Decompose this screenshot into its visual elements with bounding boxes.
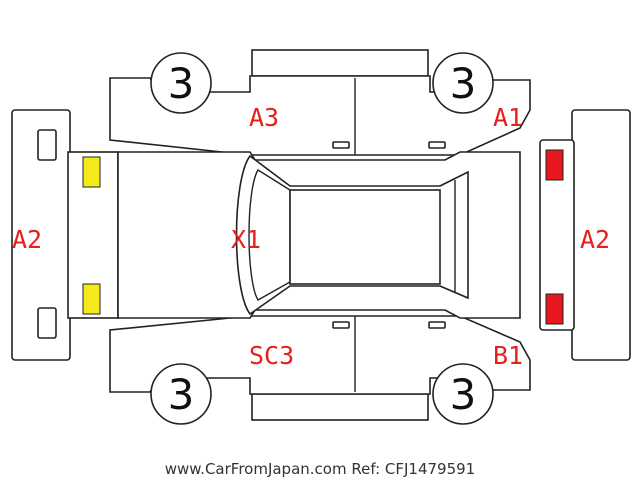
bottom-side-doors (109, 315, 531, 421)
tire-front-right: 3 (432, 52, 494, 114)
label-a1: A1 (493, 103, 523, 132)
label-a2-left: A2 (12, 225, 42, 254)
tire-rear-right: 3 (432, 363, 494, 425)
tire-front-left: 3 (150, 52, 212, 114)
label-b1: B1 (493, 341, 523, 370)
top-side-doors (109, 49, 531, 156)
car-body (67, 151, 521, 319)
label-a3: A3 (249, 103, 279, 132)
red-marker-bottom (545, 293, 564, 325)
red-marker-top (545, 149, 564, 181)
label-sc3: SC3 (249, 341, 294, 370)
front-bumper (539, 109, 631, 361)
yellow-marker-top (82, 156, 101, 188)
tire-front-left-value: 3 (168, 59, 195, 108)
label-a2-right: A2 (580, 225, 610, 254)
tire-rear-left-value: 3 (168, 370, 195, 419)
tire-front-right-value: 3 (450, 59, 477, 108)
watermark-text: www.CarFromJapan.com Ref: CFJ1479591 (165, 460, 475, 478)
yellow-marker-bottom (82, 283, 101, 315)
label-x1: X1 (231, 225, 261, 254)
tire-rear-left: 3 (150, 363, 212, 425)
tire-rear-right-value: 3 (450, 370, 477, 419)
